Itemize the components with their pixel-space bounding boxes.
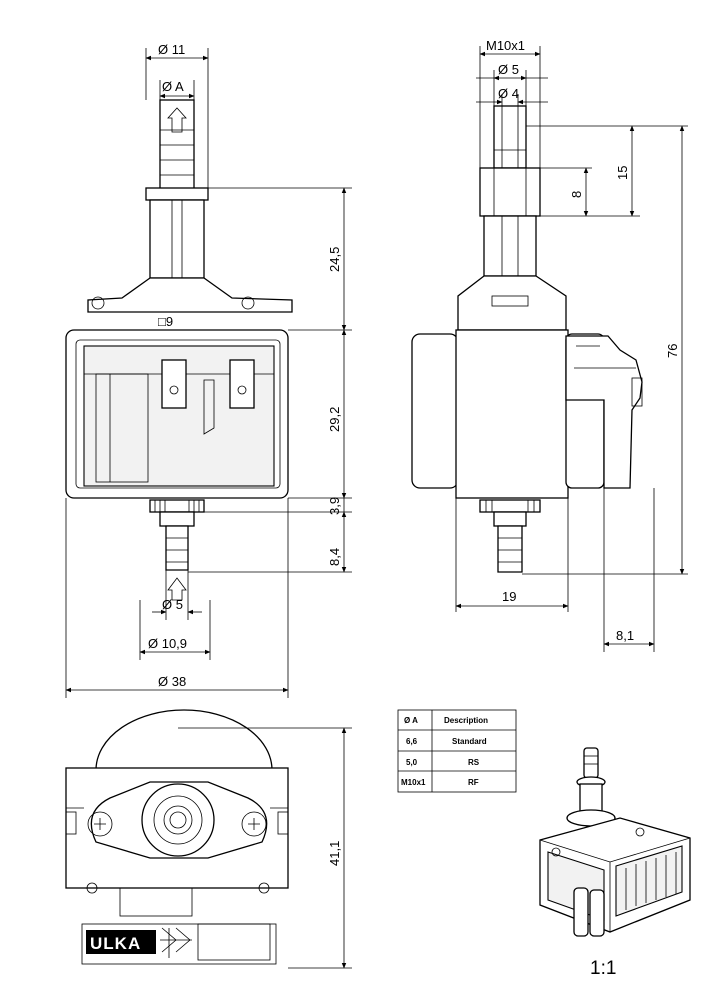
front-terminal-left bbox=[161, 359, 187, 409]
screw-right-icon bbox=[241, 811, 267, 837]
outlet-flow-arrow-icon bbox=[167, 107, 187, 133]
table-cell: Standard bbox=[452, 737, 487, 746]
side-connector bbox=[565, 335, 643, 489]
dim-diam-5: Ø 5 bbox=[498, 62, 519, 77]
dim-inlet-outer: Ø 10,9 bbox=[148, 636, 187, 651]
side-outlet-thread bbox=[493, 105, 527, 169]
dim-offset: 8,1 bbox=[616, 628, 634, 643]
dim-collar-height: 3,9 bbox=[327, 497, 342, 515]
side-collar bbox=[479, 499, 541, 513]
front-outlet-neck bbox=[149, 199, 205, 279]
inlet-flow-arrow-icon bbox=[167, 577, 187, 601]
table-header-description: Description bbox=[444, 716, 488, 725]
dim-fitting-length: 15 bbox=[615, 166, 630, 180]
bottom-hub bbox=[141, 783, 215, 857]
dim-inlet-inner: Ø 5 bbox=[162, 597, 183, 612]
front-view: □9 Ø 11 Ø A bbox=[65, 42, 352, 698]
front-collar bbox=[149, 499, 205, 513]
table-cell: RS bbox=[468, 758, 480, 767]
dim-thread-length: 8 bbox=[569, 191, 584, 198]
front-inlet-fitting bbox=[165, 525, 189, 571]
table-cell: M10x1 bbox=[401, 778, 426, 787]
dim-outlet-thread: Ø A bbox=[162, 79, 184, 94]
ulka-logo-text: ULKA bbox=[90, 934, 141, 953]
table-header-diameter: Ø A bbox=[404, 716, 418, 725]
dim-inlet-length: 8,4 bbox=[327, 548, 342, 566]
front-shoulder bbox=[87, 277, 293, 313]
ulka-logo bbox=[86, 930, 156, 954]
front-terminal-right bbox=[229, 359, 255, 409]
side-body bbox=[455, 329, 569, 499]
bottom-view: ULKA 41,1 bbox=[65, 709, 352, 969]
pump-3d-illustration bbox=[539, 747, 691, 937]
side-coil-left bbox=[411, 333, 459, 489]
table-cell: 5,0 bbox=[406, 758, 418, 767]
dim-bottom-height: 41,1 bbox=[327, 841, 342, 866]
side-shoulder bbox=[457, 275, 567, 331]
side-outlet-neck bbox=[483, 215, 537, 277]
side-inlet-fitting bbox=[497, 525, 523, 573]
svg-text:□9: □9 bbox=[158, 314, 173, 329]
variant-table: Ø A Description 6,6 Standard 5,0 RS M10x… bbox=[397, 709, 517, 793]
side-view: M10x1 Ø 5 Ø 4 8 15 76 19 8,1 bbox=[411, 38, 688, 652]
dim-upper-height: 24,5 bbox=[327, 247, 342, 272]
dim-thread: M10x1 bbox=[486, 38, 525, 53]
dim-total-height: 76 bbox=[665, 344, 680, 358]
dim-body-width: Ø 38 bbox=[158, 674, 186, 689]
scale-label: 1:1 bbox=[590, 958, 616, 979]
dim-body-depth: 19 bbox=[502, 589, 516, 604]
table-cell: 6,6 bbox=[406, 737, 418, 746]
dim-diam-4: Ø 4 bbox=[498, 86, 519, 101]
bottom-arc bbox=[95, 709, 273, 771]
dim-body-height: 29,2 bbox=[327, 407, 342, 432]
screw-left-icon bbox=[87, 811, 113, 837]
dim-outlet-diameter: Ø 11 bbox=[158, 42, 185, 57]
table-cell: RF bbox=[468, 778, 479, 787]
